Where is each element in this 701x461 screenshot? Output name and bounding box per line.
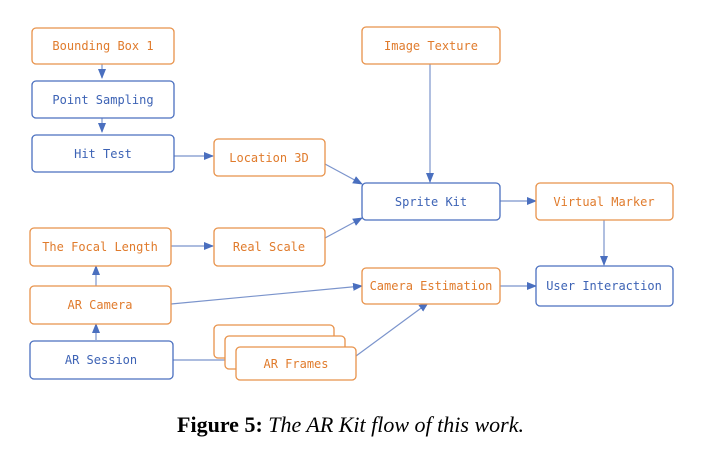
figure-caption-text: The AR Kit flow of this work.: [268, 412, 524, 437]
node-virtual-marker: Virtual Marker: [535, 182, 674, 221]
node-ar-frames-stack: AR Frames: [213, 324, 357, 381]
node-ar-session-label: AR Session: [65, 353, 137, 367]
node-user-interaction: User Interaction: [535, 265, 674, 307]
edge-location-3d-to-sprite-kit: [324, 163, 363, 185]
node-virtual-marker-label: Virtual Marker: [553, 195, 654, 209]
ar-frames-front-card: [235, 346, 357, 381]
node-focal-length-label: The Focal Length: [42, 240, 158, 254]
node-camera-estimation: Camera Estimation: [361, 267, 501, 305]
node-location-3d-label: Location 3D: [229, 151, 308, 165]
node-ar-frames-label: AR Frames: [263, 357, 328, 371]
node-user-interaction-label: User Interaction: [546, 279, 662, 293]
node-ar-camera: AR Camera: [29, 285, 172, 325]
figure-caption-label: Figure 5:: [177, 412, 263, 437]
node-location-3d: Location 3D: [213, 138, 326, 177]
node-camera-estimation-label: Camera Estimation: [370, 279, 493, 293]
node-ar-camera-label: AR Camera: [67, 298, 132, 312]
node-real-scale-label: Real Scale: [233, 240, 305, 254]
node-point-sampling: Point Sampling: [31, 80, 175, 119]
node-real-scale: Real Scale: [213, 227, 326, 267]
node-sprite-kit-label: Sprite Kit: [395, 195, 467, 209]
node-sprite-kit: Sprite Kit: [361, 182, 501, 221]
edge-ar-frames-to-camera-estimation: [355, 302, 429, 357]
node-bounding-box: Bounding Box 1: [31, 27, 175, 65]
node-ar-session: AR Session: [29, 340, 174, 380]
figure-caption: Figure 5: The AR Kit flow of this work.: [0, 412, 701, 438]
edge-ar-camera-to-camera-estimation: [170, 282, 363, 305]
node-image-texture-label: Image Texture: [384, 39, 478, 53]
node-image-texture: Image Texture: [361, 26, 501, 65]
edge-real-scale-to-sprite-kit: [324, 217, 363, 239]
node-focal-length: The Focal Length: [29, 227, 172, 267]
node-point-sampling-label: Point Sampling: [52, 93, 153, 107]
node-hit-test-label: Hit Test: [74, 147, 132, 161]
node-bounding-box-label: Bounding Box 1: [52, 39, 153, 53]
node-hit-test: Hit Test: [31, 134, 175, 173]
